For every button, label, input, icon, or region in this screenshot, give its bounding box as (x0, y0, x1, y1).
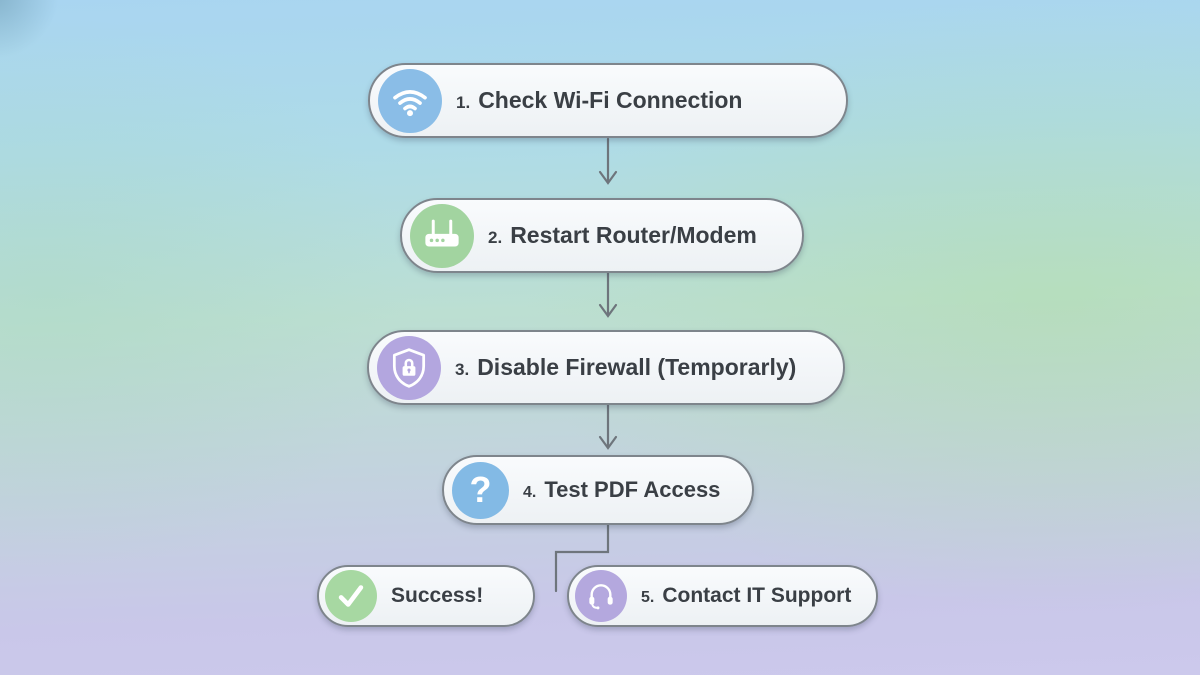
step-number: 4. (523, 484, 537, 501)
shield-lock-icon-circle (377, 335, 441, 400)
connector-arrow-3 (598, 401, 618, 450)
step-number: 2. (488, 228, 503, 247)
router-icon-circle (410, 203, 474, 268)
checkmark-icon-circle (325, 570, 377, 622)
step-label: Disable Firewall (Temporarly) (477, 354, 797, 380)
shield-lock-icon (392, 347, 426, 388)
step-label: Success! (391, 584, 484, 607)
question-mark-icon-circle: ? (452, 461, 509, 519)
step-label: Test PDF Access (544, 477, 721, 502)
checkmark-icon (338, 585, 364, 607)
router-icon (425, 219, 459, 246)
flow-node-success: Success! (317, 565, 535, 627)
step-number: 1. (456, 93, 471, 112)
connector-arrow-2 (598, 270, 618, 318)
headset-icon (589, 584, 613, 610)
wifi-icon-circle (378, 68, 442, 133)
flow-node-check-wifi: 1. Check Wi-Fi Connection (368, 63, 848, 138)
flow-node-contact-it-support: 5. Contact IT Support (567, 565, 878, 627)
step-number: 3. (455, 360, 470, 379)
headset-icon-circle (575, 570, 627, 622)
step-label: Contact IT Support (662, 584, 852, 607)
flow-node-restart-router: 2. Restart Router/Modem (400, 198, 804, 273)
flow-node-test-pdf-access: ? 4. Test PDF Access (442, 455, 754, 525)
step-label: Check Wi-Fi Connection (478, 87, 743, 113)
connector-arrow-1 (598, 137, 618, 185)
flow-node-disable-firewall: 3. Disable Firewall (Temporarly) (367, 330, 845, 405)
step-label: Restart Router/Modem (510, 222, 757, 248)
wifi-icon (393, 89, 427, 116)
step-number: 5. (641, 589, 655, 606)
question-mark-icon: ? (469, 469, 492, 510)
